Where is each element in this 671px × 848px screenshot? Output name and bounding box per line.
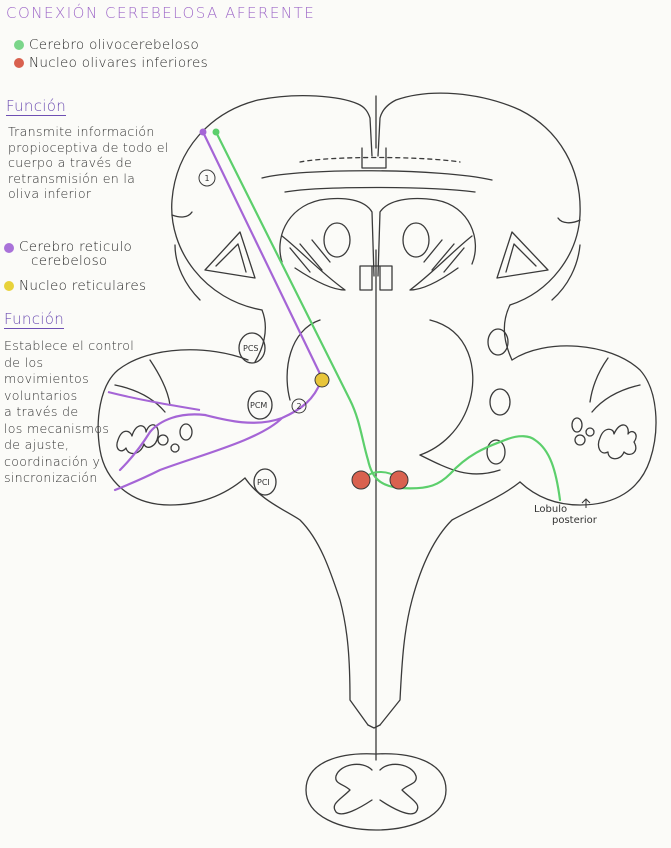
text-line: coordinación y: [4, 453, 101, 469]
left-dentate-3: [179, 423, 193, 441]
purple-upper-branch: [107, 391, 201, 411]
right-pcm: [489, 388, 511, 416]
green-dot-icon: [14, 40, 24, 50]
left-dentate-1: [157, 434, 169, 446]
legend-label: Cerebro reticulo: [19, 239, 133, 255]
left-crus: [281, 235, 346, 291]
right-dentate-2: [585, 427, 595, 437]
left-nigra: [204, 231, 256, 279]
spinal-gray-right: [379, 763, 419, 815]
marker-one-circle: [198, 169, 216, 187]
midbrain-arc: [261, 170, 493, 181]
text-line: de ajuste,: [4, 437, 70, 452]
pcm-peduncle: [247, 390, 273, 420]
right-pci: [486, 439, 506, 465]
lobulo-label: Lobulo: [534, 504, 567, 515]
left-nigra-inner: [215, 243, 247, 273]
midbrain-arc-dashed: [299, 156, 461, 163]
medulla-lower: [367, 724, 381, 729]
right-cerebellum-inner: [589, 357, 641, 413]
medulla-outline: [244, 477, 521, 726]
purple-reticulocerebellar-path: [113, 130, 324, 492]
left-cerebellum-inner: [114, 359, 171, 413]
text-line: movimientos: [4, 371, 89, 386]
yellow-dot-icon: [4, 281, 14, 291]
right-crus: [409, 235, 473, 291]
midbrain-outline: [171, 92, 581, 311]
pons-outline: [254, 304, 513, 363]
text-line: los mecanismos: [4, 420, 110, 436]
page-title: CONEXIÓN CEREBELOSA AFERENTE: [6, 4, 316, 22]
tectum-notch: [361, 147, 387, 169]
legend-item-olivares: Nucleo olivares inferiores: [14, 55, 208, 71]
spinal-cord-outline: [305, 753, 447, 831]
lobulo-arrow-icon: [581, 498, 591, 508]
text-line: Transmite información: [8, 124, 155, 139]
pci-label: PCI: [257, 478, 270, 487]
tegmentum-outline: [279, 197, 477, 277]
marker-one-label: 1: [205, 174, 210, 183]
right-red-nucleus: [402, 222, 430, 258]
olive-nucleus-right: [389, 470, 409, 490]
marker-two-label: 2: [297, 402, 302, 411]
pcm-label: PCM: [250, 401, 267, 410]
pons-upper-bulge: [419, 319, 474, 456]
left-lateral-fold: [171, 211, 201, 301]
spinal-gray-left: [333, 763, 373, 815]
text-line: propioceptiva de todo el: [8, 139, 169, 155]
left-cerebellum: [97, 349, 249, 506]
text-line: Establece el control: [4, 338, 134, 353]
right-pcs: [487, 328, 509, 356]
right-nigra-inner: [505, 243, 537, 273]
text-line: voluntarios: [4, 387, 78, 403]
text-line: de los: [4, 354, 44, 370]
right-crus-lines: [423, 239, 465, 273]
legend-item-reticulares: Nucleo reticulares: [4, 278, 146, 294]
left-crus-lines: [289, 239, 331, 273]
text-line: cuerpo a través de: [8, 155, 132, 170]
legend-label: cerebeloso: [31, 253, 108, 269]
purple-dot-icon: [4, 243, 14, 253]
pcs-label: PCS: [243, 344, 259, 353]
left-red-nucleus: [323, 222, 351, 258]
function-heading-2: Función: [4, 310, 65, 329]
pci-peduncle: [253, 468, 277, 496]
marker-two-circle: [291, 398, 307, 414]
legend-label: Cerebro olivocerebeloso: [29, 37, 200, 53]
olive-nucleus-left: [351, 470, 371, 490]
legend-item-olivocerebeloso: Cerebro olivocerebeloso: [14, 37, 199, 53]
left-dentate-2: [170, 443, 180, 453]
function-heading-1: Función: [6, 97, 67, 116]
left-folia: [116, 424, 159, 455]
purple-path-start-dot: [199, 128, 207, 136]
right-lateral-fold: [551, 217, 581, 301]
reticular-nucleus: [314, 372, 330, 388]
text-line: sincronización: [4, 470, 98, 485]
pcs-peduncle: [238, 332, 266, 364]
posterior-label: posterior: [552, 515, 598, 526]
legend-item-reticulocerebeloso: Cerebro reticulo cerebeloso: [4, 240, 132, 268]
legend-label: Nucleo olivares inferiores: [29, 55, 208, 71]
right-nigra: [496, 231, 549, 279]
red-dot-icon: [14, 58, 24, 68]
text-line: retransmisión en la: [8, 170, 136, 186]
right-dentate-3: [571, 417, 583, 433]
text-line: a través de: [4, 404, 79, 419]
green-olivocerebellar-path: [214, 130, 562, 502]
right-cerebellum: [511, 345, 657, 506]
right-dentate-1: [574, 434, 586, 446]
text-line: oliva inferior: [8, 186, 92, 201]
legend-label-group: Cerebro reticulo cerebeloso: [19, 240, 132, 268]
right-folia: [597, 424, 637, 460]
olive-bulge-right: [419, 454, 501, 475]
green-path-start-dot: [212, 128, 220, 136]
legend-label: Nucleo reticulares: [19, 278, 147, 294]
function-text-1: Transmite información propioceptiva de t…: [8, 124, 169, 202]
midbrain-arc-2: [284, 186, 476, 193]
function-text-2: Establece el control de los movimientos …: [4, 338, 134, 487]
